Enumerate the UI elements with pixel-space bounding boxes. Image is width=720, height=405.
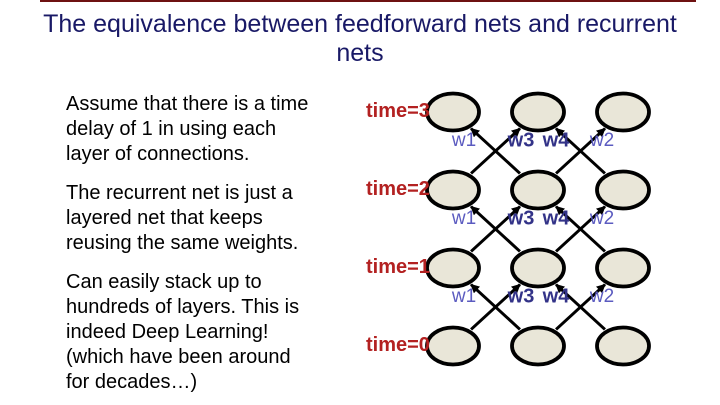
text-line: (which have been around — [66, 346, 291, 368]
connection-arrow-w3 — [470, 127, 521, 175]
weight-label-w1: w1 — [451, 286, 477, 307]
text-line: hundreds of layers. This is — [66, 296, 300, 318]
connection-arrow-w3 — [470, 205, 521, 253]
network-node-r3c1 — [510, 325, 566, 367]
connection-arrow-w2 — [555, 127, 606, 175]
text-line: layer of connections. — [66, 143, 250, 165]
text-line: Can easily stack up to — [66, 271, 262, 293]
network-node-r0c1 — [510, 91, 566, 133]
paragraph-2: The recurrent net is just a layered net t… — [66, 181, 308, 256]
network-node-r2c1 — [510, 247, 566, 289]
text-line: Assume that there is a time — [66, 93, 309, 115]
weight-label-w3: w3 — [507, 129, 535, 152]
connection-arrow-w3 — [470, 283, 521, 331]
text-line: indeed Deep Learning! — [66, 321, 269, 343]
connection-arrow-w2 — [555, 283, 606, 331]
weight-label-w4: w4 — [542, 207, 570, 230]
weight-label-w3: w3 — [507, 285, 535, 308]
connection-arrow-w2 — [555, 205, 606, 253]
network-node-r2c2 — [595, 247, 651, 289]
network-node-r0c0 — [425, 91, 481, 133]
top-border-line — [40, 0, 696, 2]
weight-label-w2: w2 — [589, 286, 615, 307]
weight-label-w4: w4 — [542, 129, 570, 152]
time-label-0: time=0 — [366, 334, 430, 356]
weight-label-w2: w2 — [589, 208, 615, 229]
network-node-r0c2 — [595, 91, 651, 133]
network-node-r1c1 — [510, 169, 566, 211]
slide-title: The equivalence between feedforward nets… — [43, 10, 677, 67]
weight-label-w3: w3 — [507, 207, 535, 230]
text-line: reusing the same weights. — [66, 232, 299, 254]
paragraph-3: Can easily stack up to hundreds of layers… — [66, 270, 308, 395]
body-text-column: Assume that there is a time delay of 1 in… — [66, 92, 308, 405]
time-label-1: time=1 — [366, 256, 430, 278]
weight-label-w4: w4 — [542, 285, 570, 308]
text-line: for decades…) — [66, 371, 198, 393]
network-node-r1c0 — [425, 169, 481, 211]
network-node-r3c2 — [595, 325, 651, 367]
text-line: The recurrent net is just a — [66, 182, 293, 204]
network-node-r2c0 — [425, 247, 481, 289]
network-node-r3c0 — [425, 325, 481, 367]
network-node-r1c2 — [595, 169, 651, 211]
text-line: delay of 1 in using each — [66, 118, 277, 140]
text-line: layered net that keeps — [66, 207, 263, 229]
time-label-2: time=2 — [366, 178, 430, 200]
time-label-3: time=3 — [366, 100, 430, 122]
weight-label-w1: w1 — [451, 130, 477, 151]
weight-label-w2: w2 — [589, 130, 615, 151]
weight-label-w1: w1 — [451, 208, 477, 229]
paragraph-1: Assume that there is a time delay of 1 in… — [66, 92, 308, 167]
